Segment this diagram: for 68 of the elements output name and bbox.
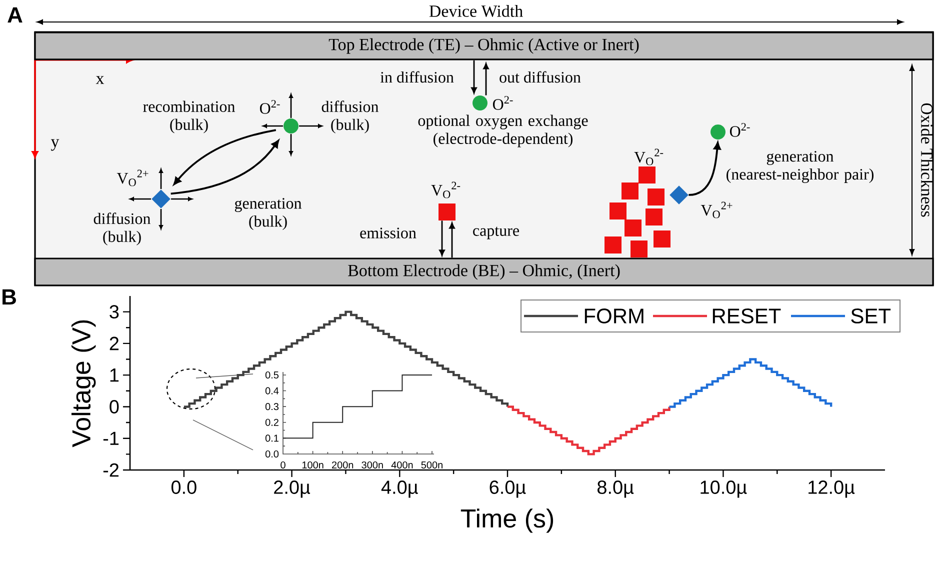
x-axis-title: Time (s) [460,508,554,533]
tick-label: 0.0 [265,450,279,458]
process-label: diffusion (bulk) [322,100,379,134]
electrode-band: Bottom Electrode (BE) – Ohmic, (Inert) [34,258,934,286]
y-tick-label: 2 [110,336,119,350]
x-tick-label: 2.0µ [274,480,310,498]
legend-label: FORM [584,308,644,324]
y-tick-label: 0 [110,400,119,414]
defect-square [438,203,456,220]
arrow [449,222,455,258]
tick-label: 0.1 [265,434,278,442]
node-label: optional oxygen exchange (electrode-dependent) [418,114,588,148]
tick-label: 100n [302,461,324,469]
tick-label: 200n [332,461,354,469]
vacancy-diamond [152,190,170,208]
x-tick-label: 8.0µ [598,480,634,498]
x-tick-label: 0.0 [171,480,196,494]
process-label: diffusion (bulk) [94,212,151,246]
tick-label: 0.4 [265,387,279,394]
panel-label: B [2,289,16,305]
ion-circle [472,96,488,110]
dimension-label: Oxide Thickness [921,103,933,217]
x-tick-label: 4.0µ [381,480,418,498]
edge-label: recombination (bulk) [143,100,235,134]
axis-label: y [50,139,60,151]
y-tick-label: 1 [110,368,119,382]
edge-label: in diffusion [380,71,454,83]
electrode-band: Top Electrode (TE) – Ohmic (Active or Inert) [34,32,934,60]
edge-label: out diffusion [500,71,581,83]
x-tick-label: 6.0µ [490,480,526,498]
curved-arrow [173,129,276,185]
ion-label: O$^{2-}$ [492,96,513,110]
tick-label: 0.3 [265,403,279,410]
curved-arrow [688,142,721,196]
arrow [439,220,445,256]
ion-circle [710,124,726,140]
tick-label: 300n [362,461,383,469]
legend-label: RESET [712,308,781,324]
tick-label: 0.5 [265,371,279,379]
arrow [471,60,477,94]
ion-label: V$_{O}$2- [634,148,664,166]
tick-label: 0.2 [265,418,278,426]
edge-label: capture [473,226,519,240]
x-tick-label: 10.0µ [700,480,747,498]
arrow [483,63,489,96]
tick-label: 500n [421,461,442,469]
edge-label: generation (nearest-neighbor pair) [726,150,874,183]
axis-label: x [96,76,104,84]
tick-label: 0 [280,461,286,469]
y-tick-label: -1 [103,432,119,445]
ion-label: O$^{2-}$ [730,123,750,137]
y-tick-label: 3 [110,305,119,319]
edge-label: emission [360,228,416,238]
x-tick-label: 12.0µ [808,480,855,498]
curved-arrow [170,140,279,195]
ion-circle [284,118,298,134]
ion-label: V$_{O}$2+ [116,170,148,186]
panel-label: A [8,7,22,23]
vacancy-diamond [670,186,688,204]
legend-label: SET [851,308,891,324]
edge-label: generation (bulk) [234,198,302,230]
y-axis-title: Voltage (V) [71,320,96,448]
tick-label: 400n [391,461,413,469]
dimension-label: Device Width [429,4,523,17]
ion-label: V$_{O}$2- [431,182,460,198]
ion-label: O$^{2-}$ [260,100,280,114]
ion-label: V$_{O}$2+ [700,202,732,218]
y-tick-label: -2 [103,463,119,477]
